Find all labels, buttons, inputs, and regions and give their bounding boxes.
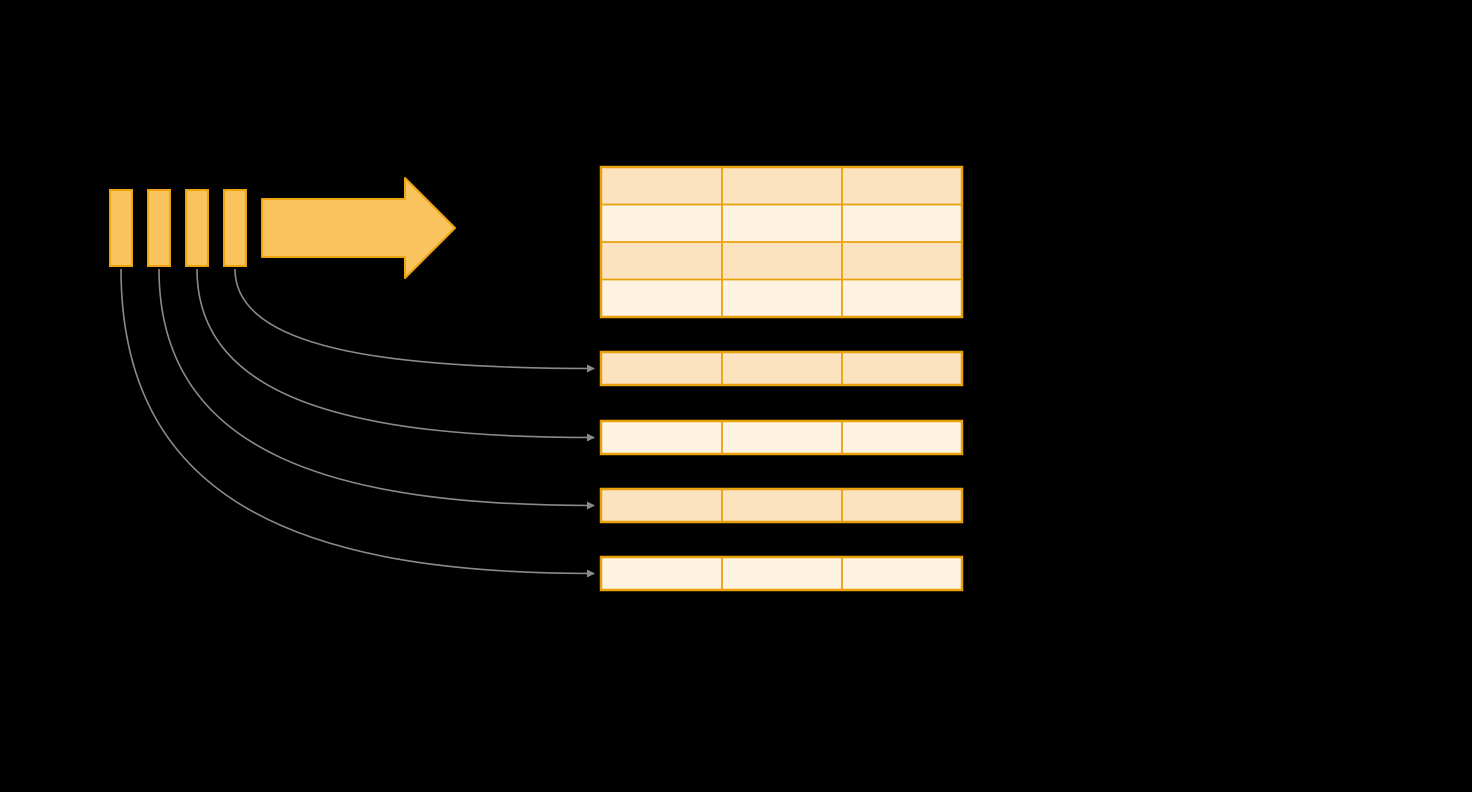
strip-row bbox=[601, 352, 962, 385]
connector-arrow bbox=[158, 268, 595, 510]
table-row bbox=[601, 242, 962, 280]
stream-bar bbox=[147, 189, 171, 267]
record-strip bbox=[599, 350, 964, 387]
strip-row bbox=[601, 489, 962, 522]
strip-border bbox=[599, 555, 964, 592]
record-strips bbox=[599, 350, 964, 592]
main-table bbox=[599, 165, 964, 319]
stream-bar bbox=[185, 189, 209, 267]
strip-row bbox=[601, 557, 962, 590]
record-strip bbox=[599, 487, 964, 524]
table-row bbox=[601, 279, 962, 317]
table-row bbox=[601, 204, 962, 242]
strip-row bbox=[601, 421, 962, 454]
table-border bbox=[599, 165, 964, 319]
stream-bar bbox=[223, 189, 247, 267]
stream-bars bbox=[109, 189, 247, 267]
strip-border bbox=[599, 350, 964, 387]
connector-arrow bbox=[196, 268, 595, 442]
record-strip bbox=[599, 419, 964, 456]
record-strip bbox=[599, 555, 964, 592]
stream-bar bbox=[109, 189, 133, 267]
flow-arrow bbox=[261, 177, 456, 279]
connector-arrow bbox=[120, 268, 595, 578]
strip-border bbox=[599, 487, 964, 524]
connectors bbox=[120, 268, 595, 578]
connector-arrow bbox=[234, 268, 595, 373]
table-row bbox=[601, 167, 962, 205]
strip-border bbox=[599, 419, 964, 456]
